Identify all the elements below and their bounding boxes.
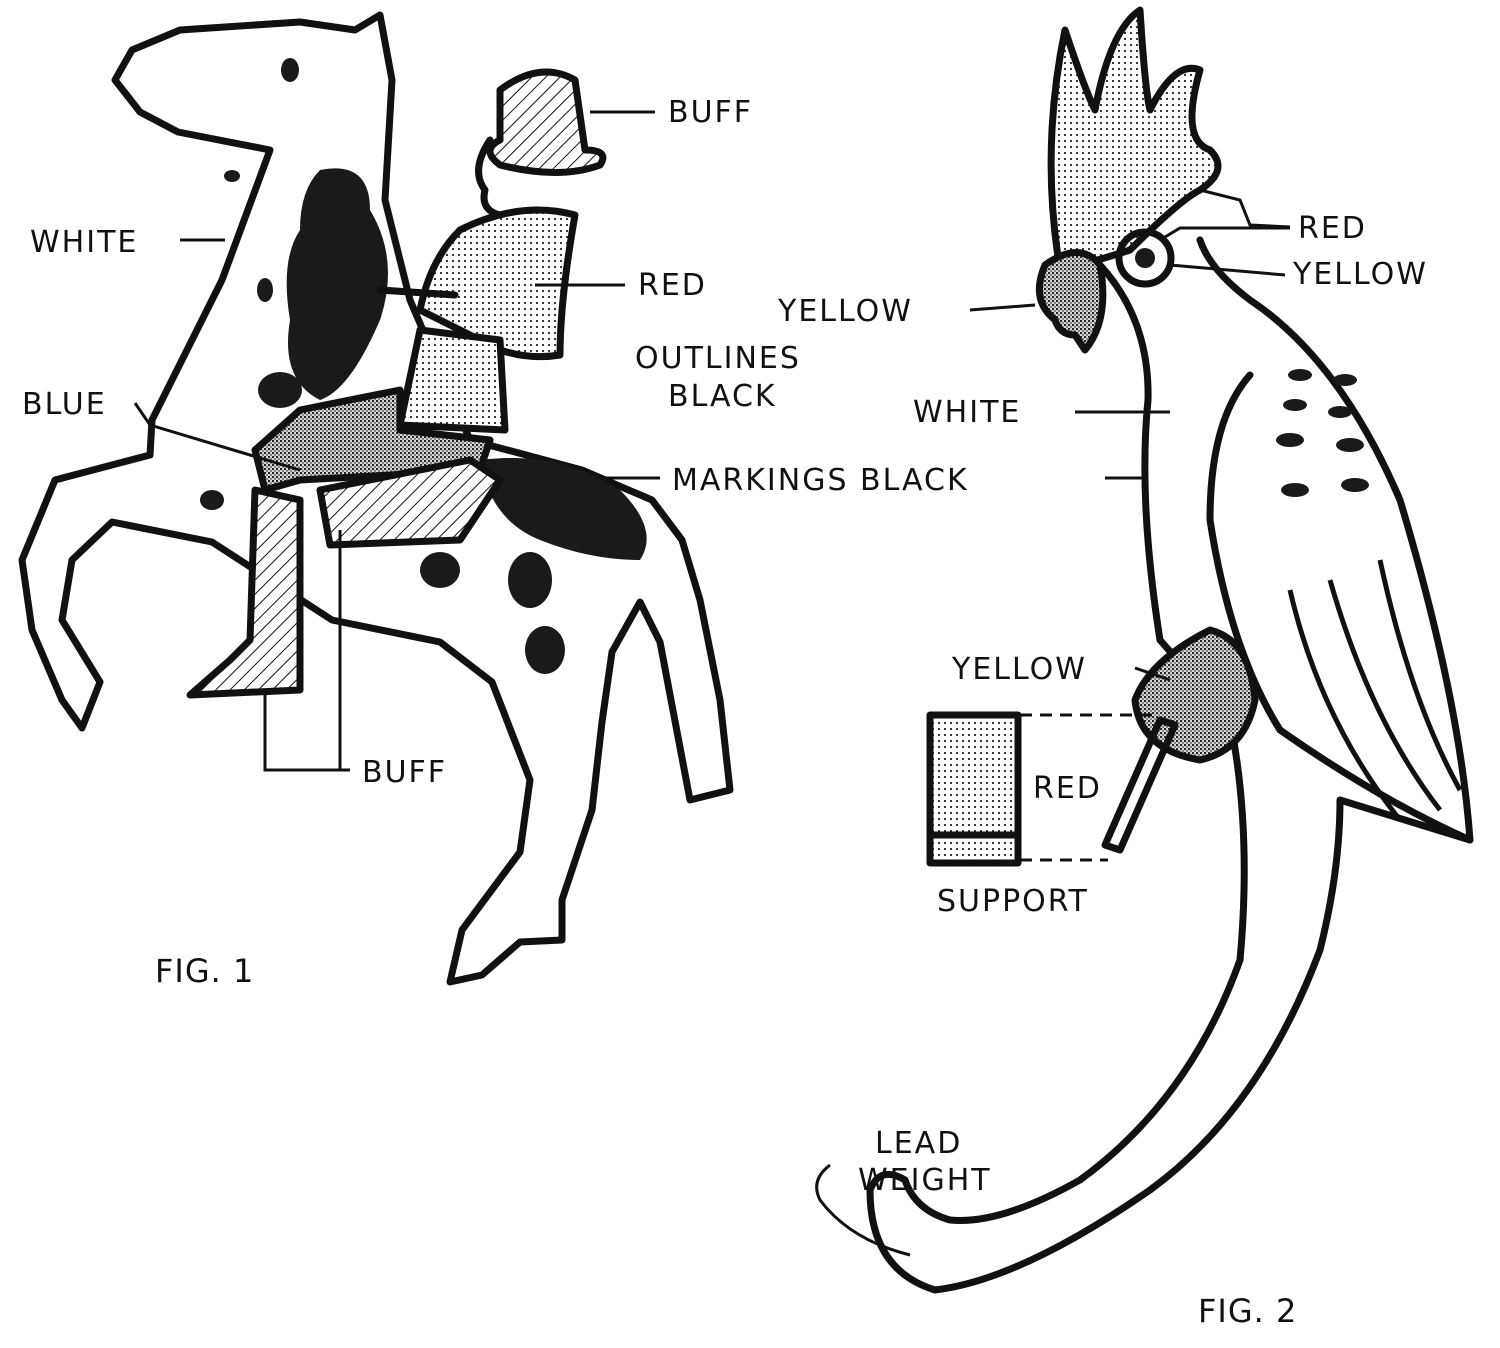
label-support: SUPPORT [937, 884, 1089, 919]
figure1-leader-lines [133, 110, 660, 772]
rider-coat [416, 206, 579, 361]
figure2-caption: FIG. 2 [1198, 1292, 1297, 1330]
figure2-leader-lines [815, 188, 1291, 1257]
support-block [926, 711, 1022, 867]
label-coat-red: RED [638, 268, 707, 303]
rider-saddle [316, 456, 504, 549]
spot [258, 372, 302, 408]
parrot-eye [1135, 248, 1155, 268]
support-peg [1101, 716, 1179, 854]
label-lead-weight-line2: WEIGHT [858, 1163, 992, 1198]
rider-hat [486, 68, 607, 176]
label-markings-black: MARKINGS BLACK [672, 463, 969, 498]
spot [525, 626, 565, 674]
parrot-body-outline [866, 236, 1474, 1294]
horse-back-marking [480, 458, 647, 560]
spot [200, 490, 224, 510]
parrot-wing-markings [1276, 369, 1369, 497]
horse-illustration [18, 11, 734, 986]
label-eye-yellow: YELLOW [1292, 257, 1428, 292]
spot [420, 552, 460, 588]
label-outlines-line2: BLACK [668, 379, 777, 414]
label-feet-yellow: YELLOW [951, 652, 1087, 687]
parrot-crest [1047, 6, 1222, 274]
spot [508, 552, 552, 608]
rider-arm [376, 286, 459, 299]
label-lead-weight-line1: LEAD [875, 1126, 962, 1161]
parrot-beak [1035, 249, 1107, 354]
spot [224, 170, 240, 182]
horse-mane-marking [286, 168, 388, 400]
label-outlines-line1: OUTLINES [635, 341, 801, 376]
parrot-illustration [866, 6, 1474, 1294]
rider-face [475, 136, 504, 219]
spot [281, 58, 299, 82]
rider-illustration [186, 68, 607, 699]
label-boots-buff: BUFF [362, 755, 447, 790]
rider-boot [186, 486, 304, 699]
label-crest-red: RED [1298, 211, 1367, 246]
label-horse-white: WHITE [30, 225, 138, 260]
parrot-eye-ring [1115, 228, 1175, 288]
rider-waistcoat [396, 326, 509, 434]
figure1-caption: FIG. 1 [155, 952, 254, 990]
horse-outline [18, 11, 734, 986]
label-body-white: WHITE [913, 395, 1021, 430]
label-hat-buff: BUFF [668, 95, 753, 130]
label-beak-yellow: YELLOW [777, 294, 913, 329]
label-trousers-blue: BLUE [22, 387, 107, 422]
label-support-red: RED [1033, 771, 1102, 806]
spot [257, 278, 273, 302]
